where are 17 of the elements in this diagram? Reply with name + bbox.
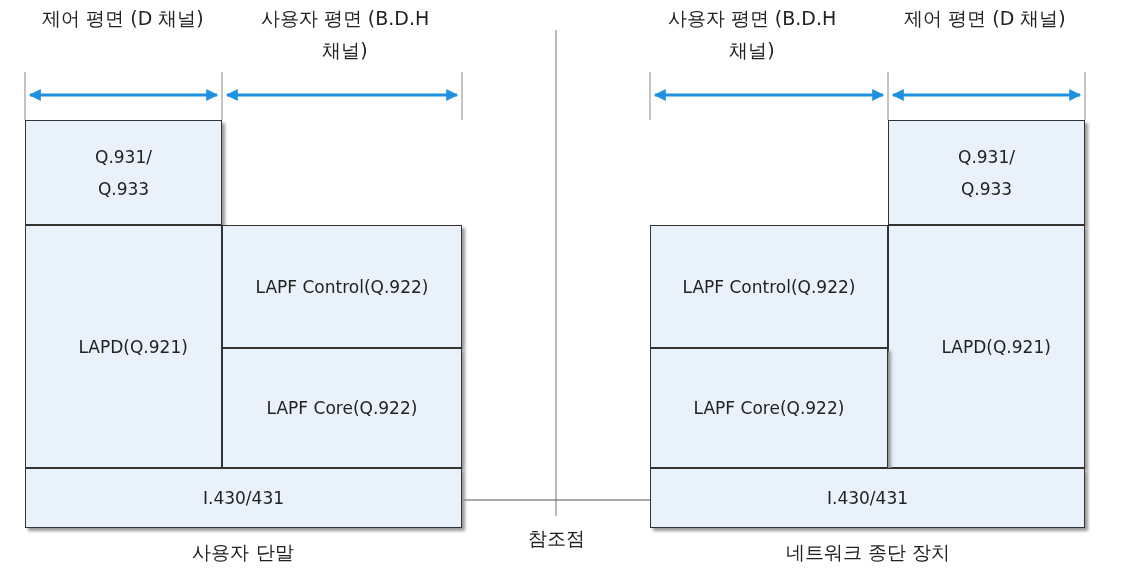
protocol-layer-box: LAPF Core(Q.922) xyxy=(650,348,888,468)
protocol-layer-box: LAPF Core(Q.922) xyxy=(222,348,462,468)
connector-line xyxy=(461,499,651,501)
protocol-layer-box: Q.931/ Q.933 xyxy=(888,120,1085,225)
protocol-layer-box: LAPF Control(Q.922) xyxy=(222,225,462,348)
protocol-layer-box: Q.931/ Q.933 xyxy=(25,120,222,225)
plane-heading: 제어 평면 (D 채널) xyxy=(41,6,205,31)
plane-heading: 사용자 평면 (B.D.H 채널) xyxy=(667,6,837,63)
protocol-layer-box: I.430/431 xyxy=(25,468,462,528)
protocol-layer-box: LAPF Control(Q.922) xyxy=(650,225,888,348)
protocol-layer-box: LAPD(Q.921) xyxy=(25,225,222,468)
plane-heading: 제어 평면 (D 채널) xyxy=(903,6,1067,31)
protocol-layer-box: LAPD(Q.921) xyxy=(888,225,1085,468)
device-caption: 사용자 단말 xyxy=(192,540,294,565)
plane-heading: 사용자 평면 (B.D.H 채널) xyxy=(260,6,430,63)
protocol-layer-box: I.430/431 xyxy=(650,468,1085,528)
device-caption: 네트워크 종단 장치 xyxy=(785,540,951,565)
